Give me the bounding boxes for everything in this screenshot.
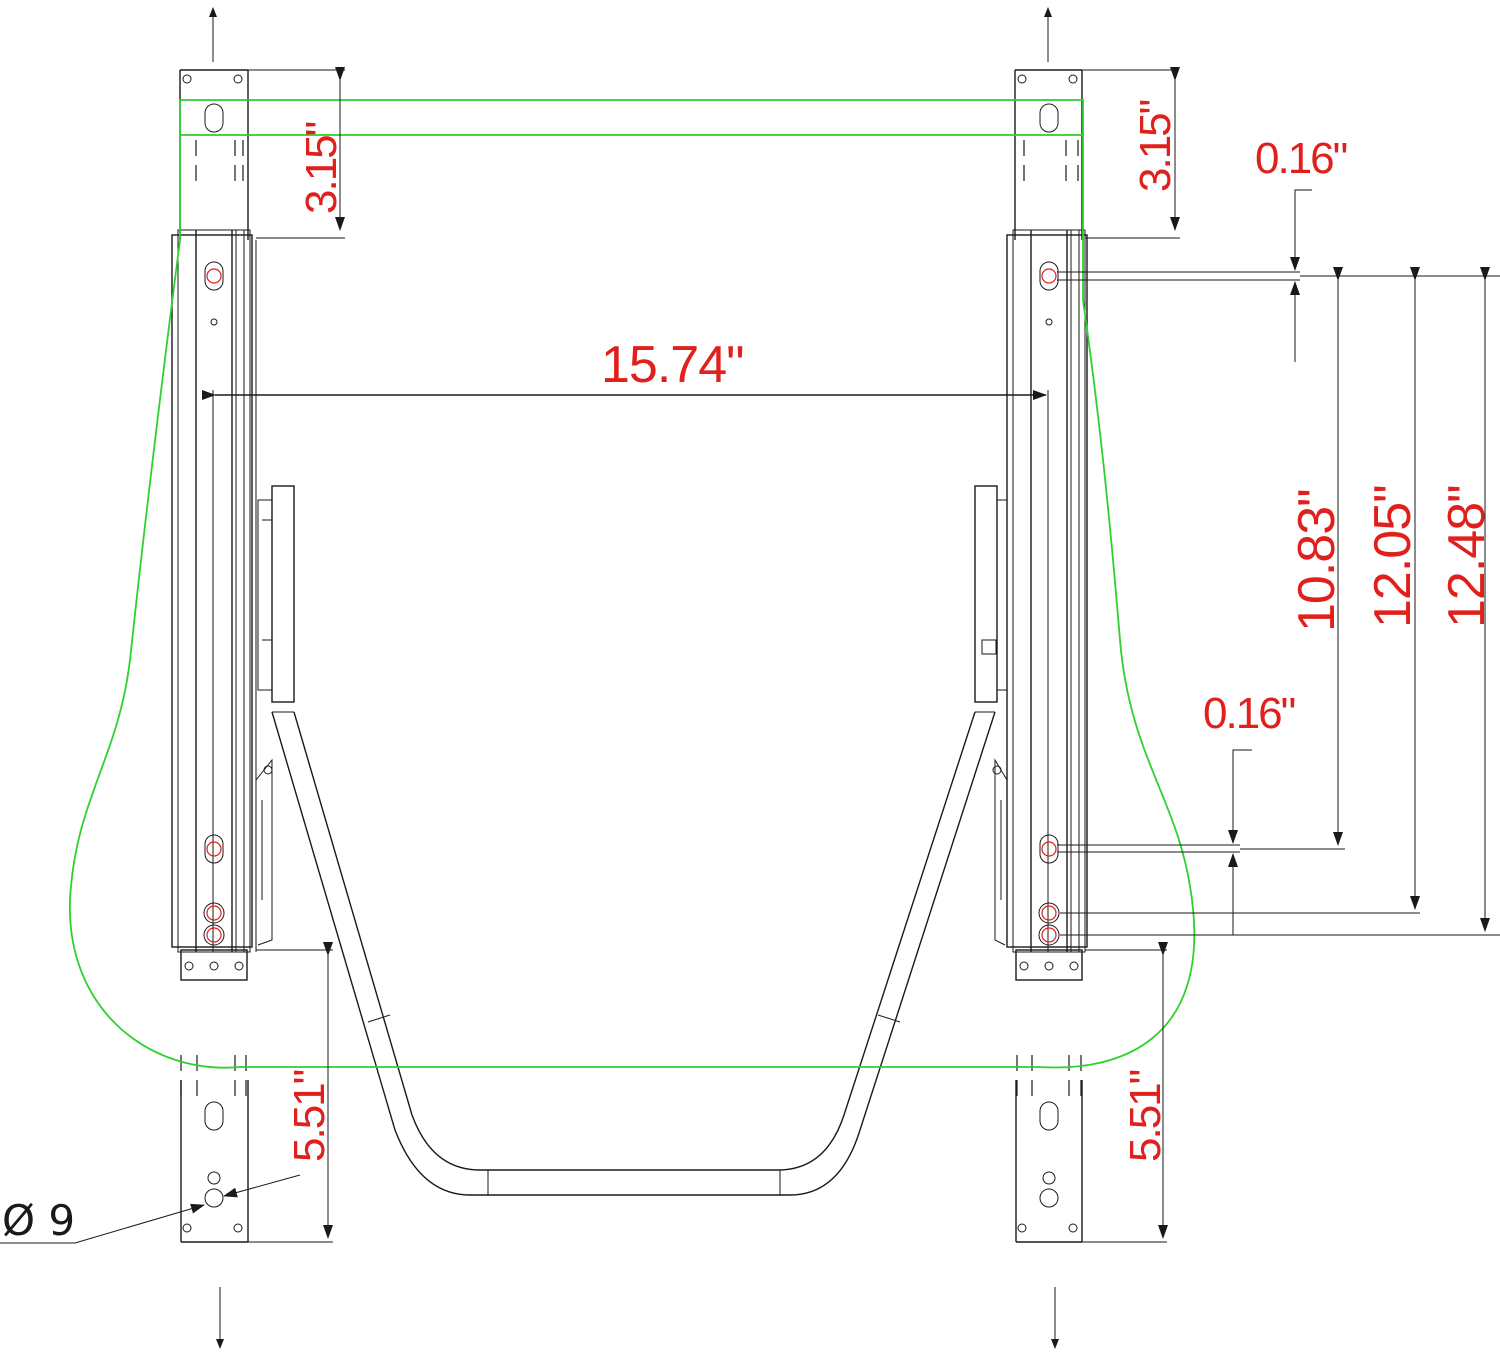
dim-top-slot-left: 3.15" [256,67,346,239]
left-rail [171,69,345,1243]
dim-hole-span-a: 10.83" [1240,267,1346,850]
dim-hole-span-c: 12.48" [1060,267,1500,936]
label-top-slot-left: 3.15" [297,122,346,214]
left-bottom-slot [180,1055,333,1243]
label-bottom-slot-right: 5.51" [1121,1070,1170,1162]
dim-top-slot-right: 3.15" [1085,67,1180,239]
right-rail [974,69,1178,1243]
dim-offset-top: 0.16" [1057,134,1349,362]
dim-offset-bottom: 0.16" [1057,689,1297,935]
label-offset-top: 0.16" [1255,134,1347,183]
seat-outline [69,99,1196,1069]
label-hole-span-b: 12.05" [1364,485,1422,628]
right-latch-mechanism [974,485,1008,946]
dim-hole-diameter: Ø 9 [0,1174,301,1245]
left-bolt-holes [203,261,225,946]
dim-hole-span-b: 12.05" [1060,267,1422,914]
dim-bottom-slot-left: 5.51" [256,942,334,1239]
label-rail-gap: 15.74" [601,336,744,394]
label-hole-span-c: 12.48" [1438,485,1496,628]
dim-rail-gap: 15.74" [202,336,1047,400]
release-bar [271,711,996,1196]
label-hole-span-a: 10.83" [1288,489,1346,632]
left-latch-mechanism [255,485,295,946]
right-bolt-holes [1038,261,1060,946]
right-rail-body [974,229,1088,981]
travel-arrows [209,7,1059,1349]
label-bottom-slot-left: 5.51" [285,1070,334,1162]
label-offset-bottom: 0.16" [1203,689,1295,738]
right-top-slot [1014,69,1178,240]
right-bottom-slot [1015,1055,1167,1243]
label-top-slot-right: 3.15" [1131,100,1180,192]
dim-bottom-slot-right: 5.51" [1085,942,1170,1239]
label-hole-diameter: Ø 9 [2,1196,75,1245]
left-rail-body [171,229,295,981]
